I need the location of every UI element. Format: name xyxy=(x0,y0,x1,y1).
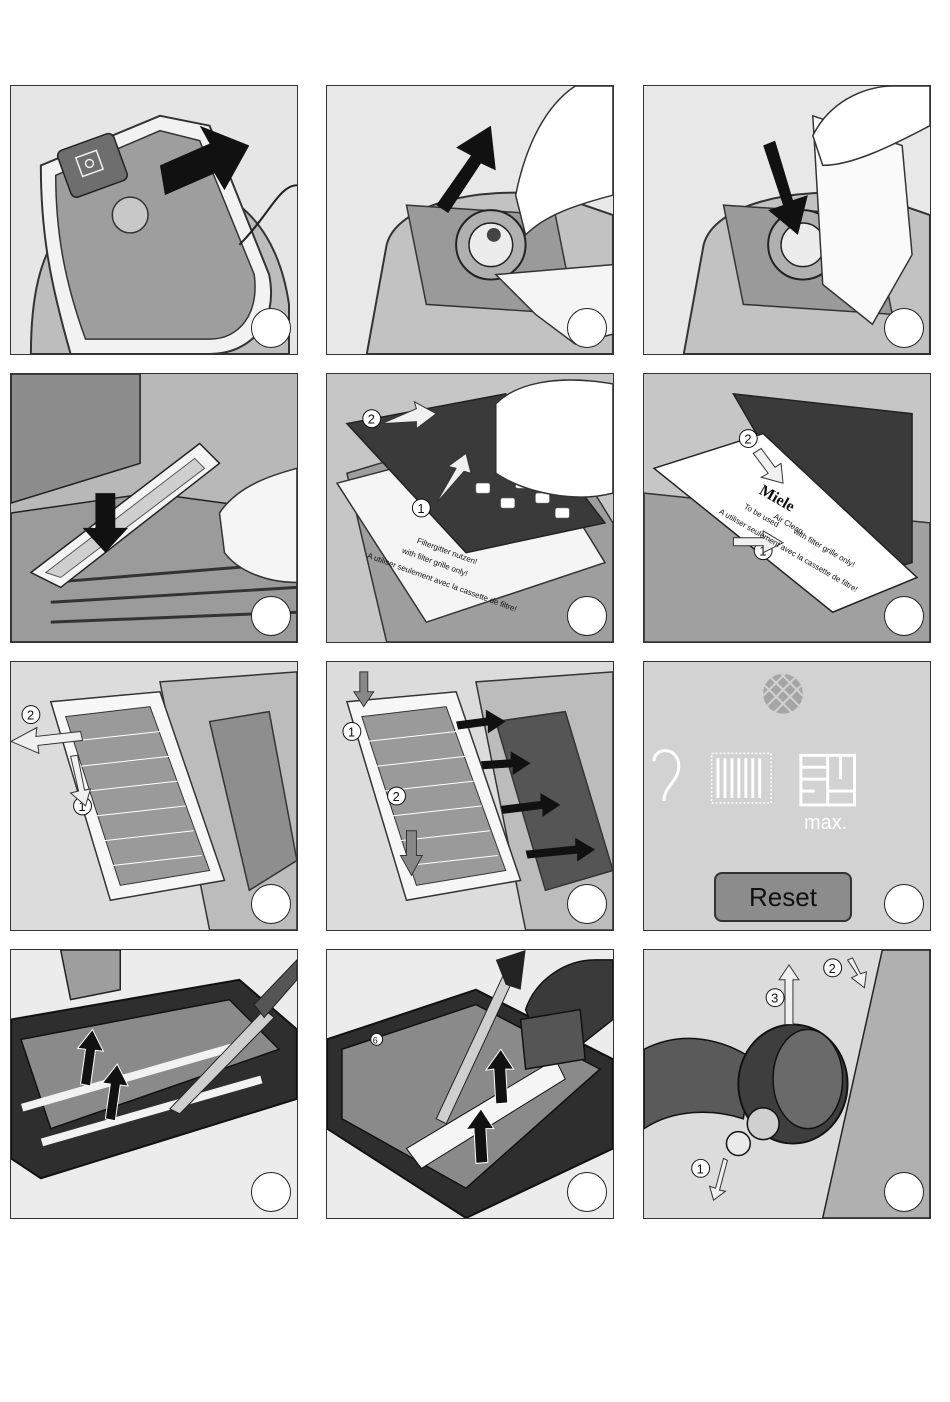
illustration-press-bag-button xyxy=(11,86,297,354)
illustration-pull-out-dustbag xyxy=(327,86,613,354)
step-marker-2: 2 xyxy=(829,961,836,976)
panel-5-exhaust-filter-grille: 2 1 Filtergitter nutzen! with filter gri… xyxy=(326,373,614,643)
panel-9-filter-indicator-reset: max. Reset xyxy=(643,661,931,931)
step-number-circle xyxy=(567,1172,607,1212)
step-marker-3: 3 xyxy=(771,991,778,1006)
step-marker-1: 1 xyxy=(697,1161,704,1176)
panel-12-floorhead-release-roller: 3 2 1 xyxy=(643,949,931,1219)
panel-2-remove-dustbag xyxy=(326,85,614,355)
illustration-open-filter-grille: 2 1 Filtergitter nutzen! with filter gri… xyxy=(327,374,613,642)
panel-11-floorhead-screw: 6 xyxy=(326,949,614,1219)
step-marker-1: 1 xyxy=(417,501,424,516)
step-marker-2: 2 xyxy=(393,789,400,804)
step-number-circle xyxy=(884,308,924,348)
step-number-circle xyxy=(251,596,291,636)
reset-button[interactable]: Reset xyxy=(714,872,852,922)
illustration-insert-airclean-filter: 2 1 Miele Air Clean with filter grille o… xyxy=(644,374,930,642)
step-marker-2: 2 xyxy=(368,412,375,427)
illustration-insert-motor-filter xyxy=(11,374,297,642)
step-marker-2: 2 xyxy=(744,431,751,446)
panel-7-remove-hepa-filter: 2 1 xyxy=(10,661,298,931)
panel-4-motor-filter xyxy=(10,373,298,643)
illustration-unscrew-floorhead: 6 xyxy=(327,950,613,1218)
illustration-remove-brush-strip xyxy=(11,950,297,1218)
step-number-circle xyxy=(567,596,607,636)
step-number-circle xyxy=(884,596,924,636)
step-number-circle xyxy=(884,884,924,924)
illustration-release-floorhead-connector: 3 2 1 xyxy=(644,950,930,1218)
step-number-circle xyxy=(251,884,291,924)
screw-marker-6: 6 xyxy=(373,1035,378,1045)
step-number-circle xyxy=(251,308,291,348)
step-number-circle xyxy=(251,1172,291,1212)
step-number-circle xyxy=(567,308,607,348)
illustration-insert-hepa-filter: 1 2 xyxy=(327,662,613,930)
illustration-remove-hepa-filter: 2 1 xyxy=(11,662,297,930)
max-power-label: max. xyxy=(804,812,847,835)
panel-10-floorhead-brush-strip xyxy=(10,949,298,1219)
step-marker-2: 2 xyxy=(27,708,34,723)
panel-8-insert-hepa-filter: 1 2 xyxy=(326,661,614,931)
step-number-circle xyxy=(884,1172,924,1212)
step-number-circle xyxy=(567,884,607,924)
panel-6-insert-airclean-filter: 2 1 Miele Air Clean with filter grille o… xyxy=(643,373,931,643)
step-marker-1: 1 xyxy=(348,724,355,739)
panel-1-bag-compartment-button xyxy=(10,85,298,355)
panel-3-insert-dustbag xyxy=(643,85,931,355)
illustration-insert-new-dustbag xyxy=(644,86,930,354)
